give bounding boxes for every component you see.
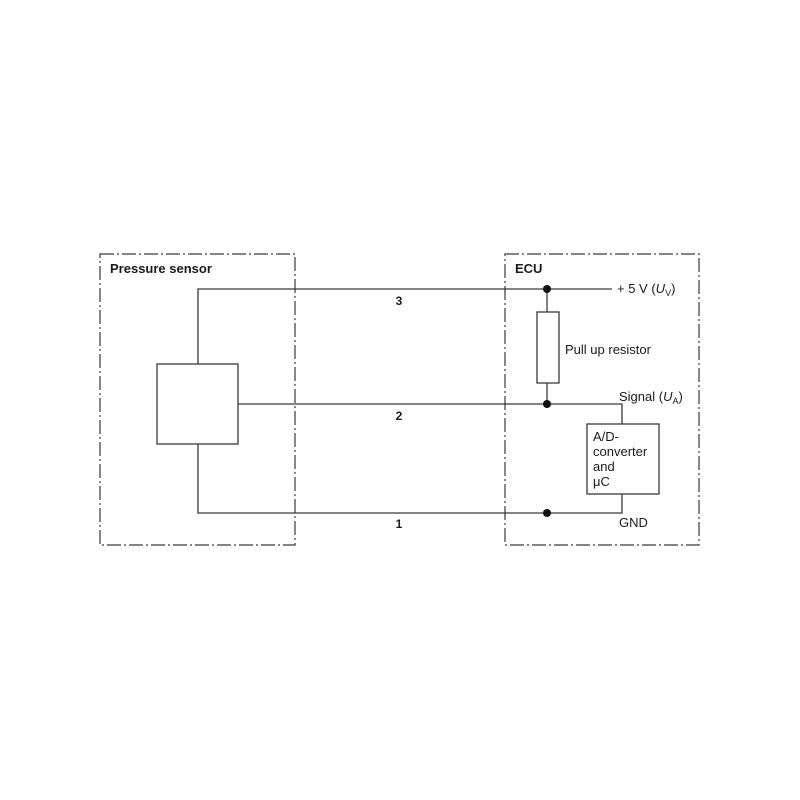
junction-supply (543, 285, 551, 293)
pull-up-resistor-label: Pull up resistor (565, 342, 652, 357)
sensor-element (156, 363, 239, 445)
adc-microcontroller (586, 423, 660, 495)
adc-line-2: converter (593, 444, 648, 459)
pressure-sensor-title: Pressure sensor (110, 261, 212, 276)
ecu-boundary (504, 253, 700, 546)
adc-line-3: and (593, 459, 615, 474)
junction-ground (543, 509, 551, 517)
junction-signal (543, 400, 551, 408)
wire-1-number: 1 (396, 517, 403, 531)
wire-3-supply (197, 288, 612, 364)
wire-1-ground (197, 444, 623, 514)
pressure-sensor-boundary (99, 253, 296, 546)
signal-label: Signal (UA) (619, 389, 683, 406)
adc-line-4: μC (593, 474, 610, 489)
supply-label: + 5 V (UV) (617, 281, 675, 298)
pull-up-resistor (536, 311, 560, 384)
wire-2-signal (238, 403, 623, 424)
wire-3-number: 3 (396, 294, 403, 308)
gnd-label: GND (619, 515, 648, 530)
ecu-title: ECU (515, 261, 542, 276)
adc-line-1: A/D- (593, 429, 619, 444)
wire-2-number: 2 (396, 409, 403, 423)
